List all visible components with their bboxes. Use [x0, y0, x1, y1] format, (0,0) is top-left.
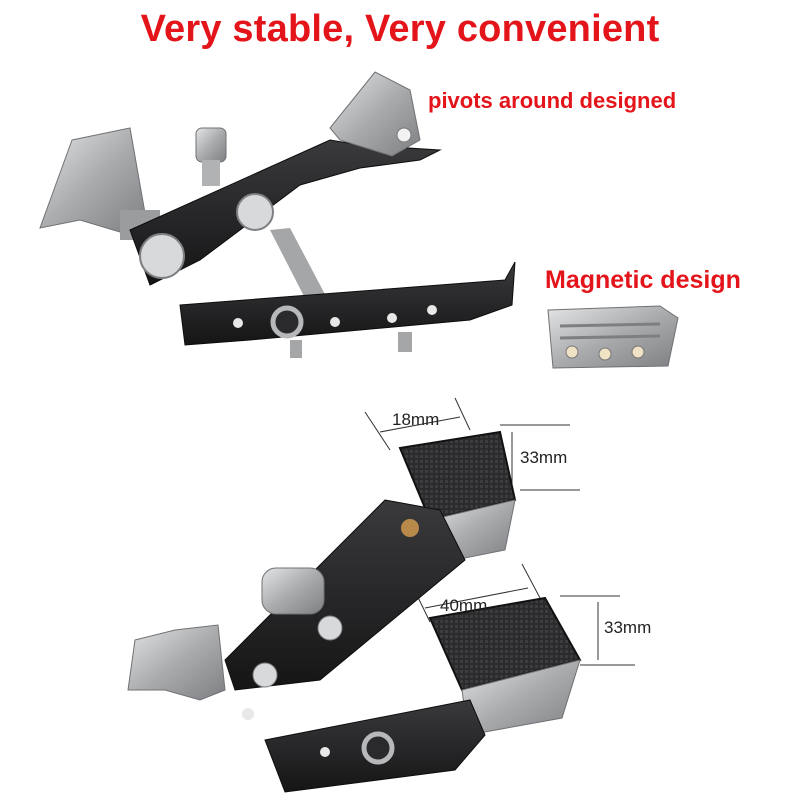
bottom-pad-width-label: 40mm: [440, 596, 488, 615]
magnetic-pad: [547, 305, 679, 369]
wing-knob: [127, 624, 226, 701]
pivots-callout: pivots around designed: [428, 88, 677, 113]
pivot-bolt: [236, 193, 274, 231]
tension-screw: [195, 127, 227, 163]
top-clamp: [39, 71, 516, 358]
lower-jaw: [179, 261, 516, 346]
bottom-clamp: [127, 397, 635, 793]
upper-arm: [224, 499, 466, 691]
top-pad-height-label: 33mm: [520, 448, 568, 467]
bottom-pad-height-label: 33mm: [604, 618, 652, 637]
tension-knob: [261, 567, 325, 615]
headline: Very stable, Very convenient: [140, 8, 660, 50]
pivot-bolt: [139, 233, 185, 279]
magnetic-callout: Magnetic design: [545, 266, 741, 294]
top-pad-width-label: 18mm: [392, 410, 440, 429]
